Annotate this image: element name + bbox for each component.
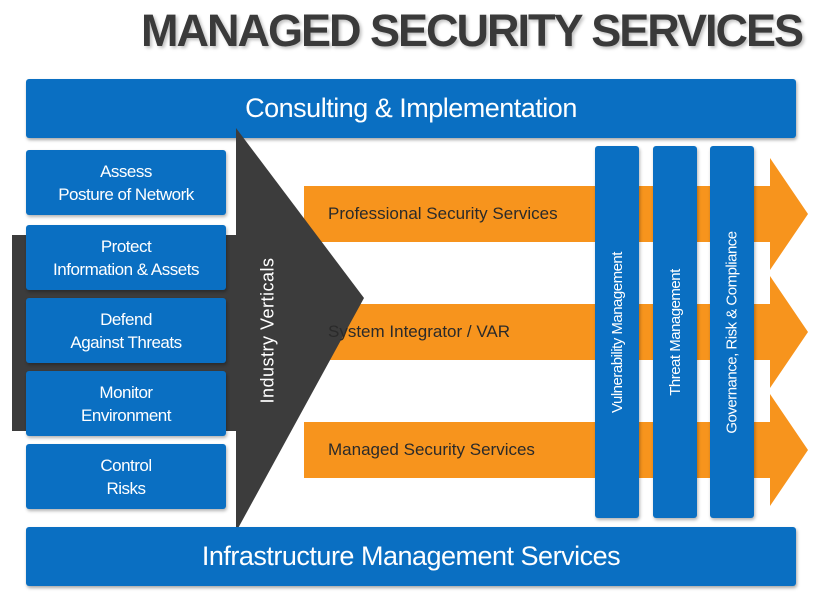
industry-verticals-funnel <box>236 128 364 532</box>
vulnerability-management-label: Vulnerability Management <box>608 251 626 413</box>
control-box: Control Risks <box>26 444 226 509</box>
page-title: MANAGED SECURITY SERVICES <box>141 5 804 56</box>
monitor-line1: Monitor <box>99 382 153 402</box>
vulnerability-management-bar: Vulnerability Management <box>595 146 639 518</box>
governance-risk-compliance-label: Governance, Risk & Compliance <box>723 230 741 434</box>
control-line2: Risks <box>106 478 146 498</box>
protect-box: Protect Information & Assets <box>26 225 226 290</box>
assess-line2: Posture of Network <box>58 184 194 204</box>
defend-line1: Defend <box>100 309 152 329</box>
governance-risk-compliance-bar: Governance, Risk & Compliance <box>710 146 754 518</box>
consulting-implementation-bar: Consulting & Implementation <box>26 79 796 138</box>
monitor-line2: Environment <box>81 405 171 425</box>
threat-management-label: Threat Management <box>666 268 684 396</box>
protect-line2: Information & Assets <box>53 259 199 279</box>
control-line1: Control <box>100 455 152 475</box>
defend-box: Defend Against Threats <box>26 298 226 363</box>
monitor-box: Monitor Environment <box>26 371 226 436</box>
infrastructure-management-bar: Infrastructure Management Services <box>26 527 796 586</box>
professional-security-services-label: Professional Security Services <box>328 204 558 223</box>
assess-box: Assess Posture of Network <box>26 150 226 215</box>
assess-line1: Assess <box>100 161 152 181</box>
industry-verticals-label: Industry Verticals <box>257 257 278 404</box>
system-integrator-label: System Integrator / VAR <box>328 322 511 341</box>
managed-security-services-label: Managed Security Services <box>328 440 535 459</box>
defend-line2: Against Threats <box>70 332 182 352</box>
threat-management-bar: Threat Management <box>653 146 697 518</box>
protect-line1: Protect <box>100 236 152 256</box>
